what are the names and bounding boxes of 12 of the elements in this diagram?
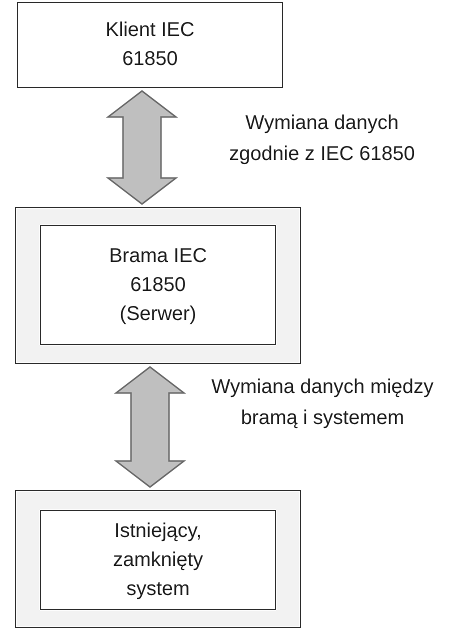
box-label: Istniejący, zamknięty system xyxy=(112,518,204,602)
double-arrow xyxy=(114,366,186,488)
process-box xyxy=(40,225,276,345)
edge-label: Wymiana danych zgodnie z IEC 61850 xyxy=(228,111,416,167)
container-box xyxy=(15,207,301,364)
box-label: Brama IEC 61850 (Serwer) xyxy=(108,244,208,326)
container-box xyxy=(15,490,301,628)
box-label: Klient IEC 61850 xyxy=(104,18,196,72)
process-box xyxy=(40,510,276,610)
edge-label: Wymiana danych między bramą i systemem xyxy=(210,375,435,431)
double-arrow xyxy=(106,90,178,205)
process-box xyxy=(17,2,283,88)
